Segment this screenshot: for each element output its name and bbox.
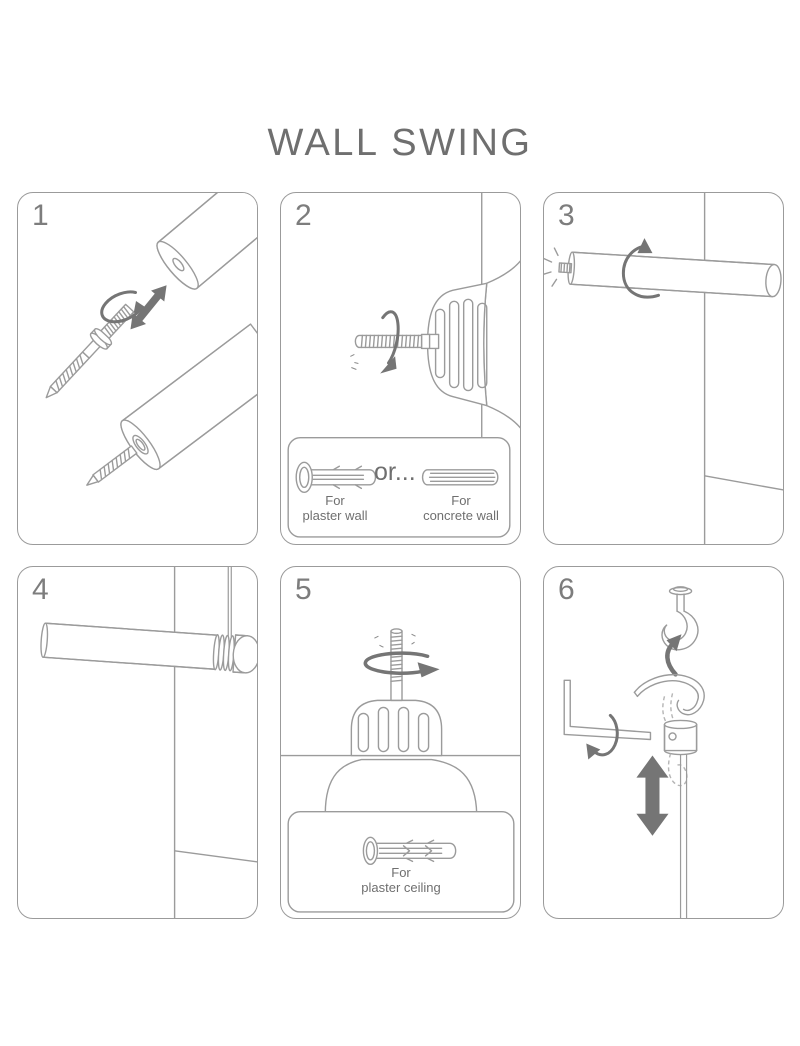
- step-6-illustration: [563, 586, 705, 918]
- thread-debris-marks: [374, 633, 416, 648]
- step-panel-1: 1: [17, 192, 258, 545]
- step-5-illustration: [281, 628, 520, 913]
- step-number-3: 3: [558, 199, 575, 232]
- hanger-bolt: [45, 303, 135, 399]
- step-number-2: 2: [295, 199, 312, 232]
- set-screw-hole: [668, 732, 677, 741]
- threaded-rings: [212, 634, 235, 672]
- wall-corner-line: [703, 475, 783, 491]
- rotation-arrow: [621, 238, 660, 299]
- sparkle-lines: [544, 247, 559, 287]
- step-4-illustration: [40, 567, 257, 918]
- step-3-illustration: [544, 193, 783, 544]
- drill: [426, 260, 520, 429]
- step-panel-6: 6: [543, 566, 784, 919]
- ceiling-screw: [390, 628, 403, 702]
- ceiling-anchor-inset: [287, 810, 515, 913]
- step-number-1: 1: [32, 199, 49, 232]
- mounted-rod: [40, 622, 257, 674]
- hanging-cord: [227, 567, 232, 638]
- step-1-illustration: [45, 193, 257, 486]
- step-panel-3: 3: [543, 192, 784, 545]
- cord-slack-loop: [667, 753, 688, 787]
- step-number-5: 5: [295, 573, 312, 606]
- concrete-wall-label: For concrete wall: [423, 493, 499, 523]
- hang-direction-arrow: [665, 634, 682, 677]
- hanging-cord: [679, 754, 688, 918]
- wall-corner-line: [173, 850, 257, 863]
- step-panel-5: 5: [280, 566, 521, 919]
- cord-adjuster: [663, 719, 698, 756]
- ceiling-hook: [661, 586, 699, 651]
- height-adjust-arrow: [636, 755, 669, 836]
- plaster-wall-anchor: [295, 461, 377, 494]
- plaster-ceiling-anchor: [362, 836, 457, 866]
- end-cap: [232, 634, 257, 674]
- wooden-rod: [544, 247, 782, 298]
- plaster-wall-label: For plaster wall: [302, 493, 368, 523]
- hanger-bolt-installed: [86, 445, 138, 486]
- wooden-rod-top: [156, 193, 257, 290]
- step-number-4: 4: [32, 573, 49, 606]
- step-2-illustration: [287, 193, 520, 538]
- pilot-hole: [172, 257, 185, 272]
- step-number-6: 6: [558, 573, 575, 606]
- rotation-arrow: [380, 310, 400, 374]
- wooden-rod-bottom: [120, 323, 257, 471]
- anchor-options-inset: [287, 436, 511, 538]
- concrete-wall-anchor: [421, 469, 499, 486]
- plaster-ceiling-label: For plaster ceiling: [361, 865, 441, 895]
- drill-body: [324, 758, 478, 815]
- or-separator: or...: [374, 458, 416, 486]
- allen-key: [563, 679, 652, 741]
- thread-debris-marks: [350, 354, 359, 370]
- step-panel-4: 4: [17, 566, 258, 919]
- threaded-tip: [558, 262, 573, 274]
- insert-direction-arrow: [130, 285, 167, 330]
- cord-hook: [633, 673, 705, 725]
- rotation-arrow: [586, 713, 619, 760]
- page-title: WALL SWING: [267, 122, 533, 164]
- wall-screw: [354, 333, 440, 350]
- drill-chuck: [350, 699, 443, 757]
- rotation-arrow: [363, 651, 440, 678]
- step-panel-2: 2: [280, 192, 521, 545]
